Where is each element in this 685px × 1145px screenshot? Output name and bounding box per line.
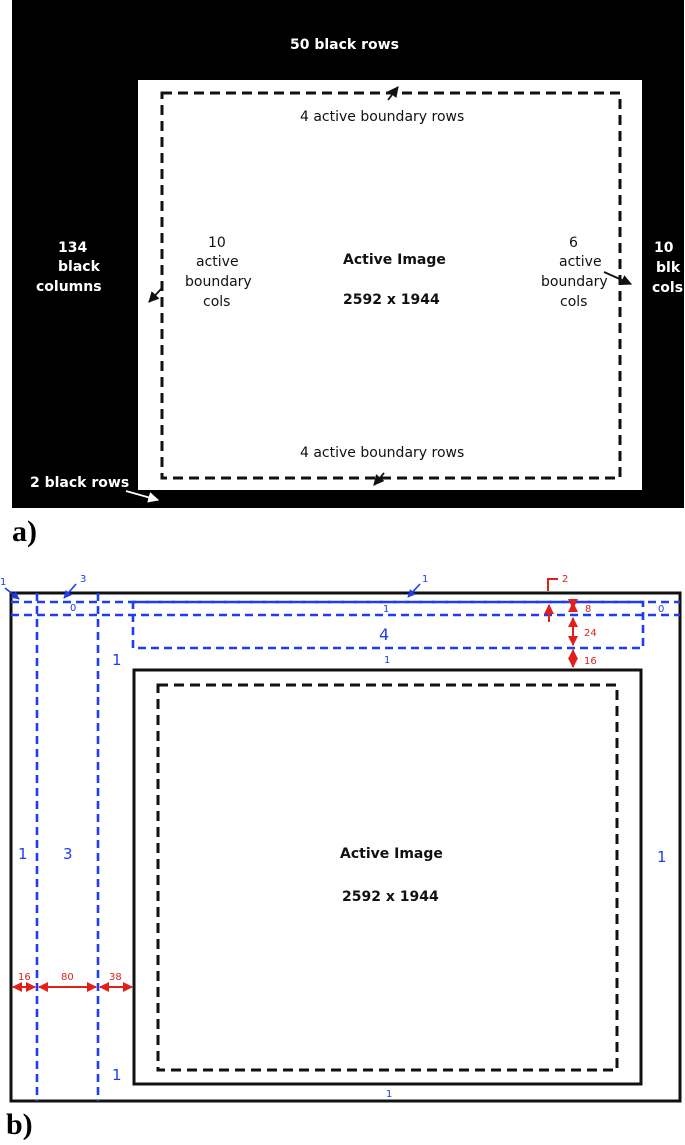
blue-label-below-4: 1 bbox=[384, 655, 390, 666]
bottom-boundary-arrow bbox=[373, 472, 385, 486]
blue-label-row-0-left: 0 bbox=[70, 603, 76, 614]
active-region-frame bbox=[132, 668, 643, 1086]
right-boundary-line-4: cols bbox=[560, 294, 587, 310]
left-black-line-3: columns bbox=[36, 279, 102, 295]
left-boundary-line-3: boundary bbox=[185, 274, 252, 290]
top-boundary-rows-label: 4 active boundary rows bbox=[300, 109, 464, 125]
panel-a: 50 black rows 4 active boundary rows 134… bbox=[12, 0, 684, 548]
blue-label-inner-left-top: 1 bbox=[112, 651, 122, 669]
blue-label-inner-left-bottom: 1 bbox=[112, 1066, 122, 1084]
blue-label-row-0-right: 0 bbox=[658, 604, 664, 615]
left-black-line-1: 134 bbox=[58, 240, 87, 256]
right-black-line-3: cols bbox=[652, 280, 683, 296]
left-black-line-2: black bbox=[58, 259, 101, 275]
active-image-title-b: Active Image bbox=[340, 846, 443, 862]
left-boundary-line-1: 10 bbox=[208, 235, 226, 251]
right-boundary-arrow bbox=[603, 271, 632, 285]
blue-label-top-left-3: 3 bbox=[80, 574, 86, 585]
red-label-8: 8 bbox=[585, 604, 591, 615]
sensor-outer-frame bbox=[9, 591, 682, 1103]
bottom-black-rows-arrow bbox=[125, 490, 160, 503]
blue-label-row-4: 4 bbox=[379, 625, 389, 644]
red-label-2: 2 bbox=[562, 574, 568, 585]
red-label-16-vertical: 16 bbox=[584, 656, 597, 667]
left-boundary-line-4: cols bbox=[203, 294, 230, 310]
blue-arrow-three bbox=[63, 583, 77, 599]
top-black-rows-label: 50 black rows bbox=[290, 37, 399, 53]
left-boundary-line-2: active bbox=[196, 254, 239, 270]
red-label-16-horizontal: 16 bbox=[18, 972, 31, 983]
red-corner-bracket bbox=[547, 578, 558, 591]
right-black-line-2: blk bbox=[656, 260, 681, 276]
blue-label-top-mid-1: 1 bbox=[422, 574, 428, 585]
right-boundary-line-3: boundary bbox=[541, 274, 608, 290]
right-boundary-line-2: active bbox=[559, 254, 602, 270]
blue-dashed-row4-box bbox=[131, 600, 645, 650]
red-label-38: 38 bbox=[109, 972, 122, 983]
blue-arrow-top-mid bbox=[407, 583, 421, 598]
blue-label-left-col-3: 3 bbox=[63, 845, 73, 863]
panel-a-label: a) bbox=[12, 515, 37, 548]
blue-label-top-left-1: 1 bbox=[0, 577, 6, 588]
blue-label-bottom: 1 bbox=[386, 1089, 392, 1100]
blue-label-left-col-1: 1 bbox=[18, 845, 28, 863]
active-region bbox=[138, 80, 642, 490]
active-image-size-b: 2592 x 1944 bbox=[342, 889, 439, 905]
red-label-80: 80 bbox=[61, 972, 74, 983]
panel-b-label: b) bbox=[6, 1108, 33, 1140]
right-black-line-1: 10 bbox=[654, 240, 674, 256]
bottom-boundary-rows-label: 4 active boundary rows bbox=[300, 445, 464, 461]
red-label-24: 24 bbox=[584, 628, 597, 639]
top-boundary-arrow bbox=[387, 86, 399, 101]
active-image-size: 2592 x 1944 bbox=[343, 292, 440, 308]
blue-label-row-1-mid: 1 bbox=[383, 604, 389, 615]
active-image-title: Active Image bbox=[343, 252, 446, 268]
blue-arrow-top-left bbox=[4, 587, 20, 600]
right-boundary-line-1: 6 bbox=[569, 235, 578, 251]
blue-label-right: 1 bbox=[657, 848, 667, 866]
active-image-dashed-frame bbox=[156, 683, 619, 1072]
left-boundary-arrow bbox=[148, 287, 163, 303]
bottom-black-rows-label: 2 black rows bbox=[30, 475, 129, 491]
panel-b: Active Image 2592 x 1944 1 3 1 0 1 0 4 1… bbox=[0, 574, 682, 1141]
